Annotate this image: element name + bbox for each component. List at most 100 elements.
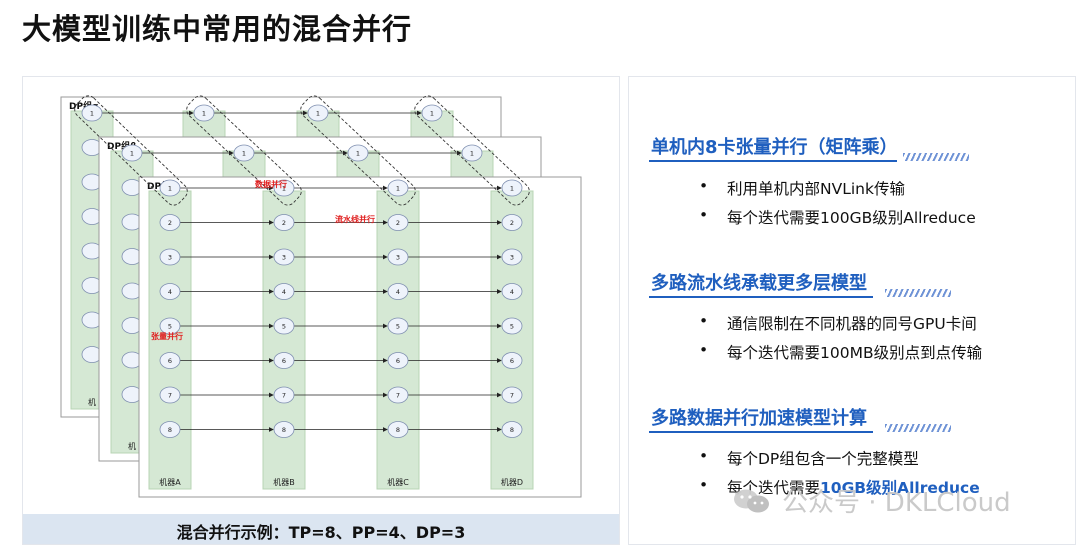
gpu-node	[501, 179, 523, 197]
gpu-node-id: 2	[168, 219, 172, 227]
gpu-node	[421, 104, 443, 122]
gpu-node-id: 2	[510, 219, 514, 227]
gpu-node-id: 1	[356, 150, 360, 158]
gpu-node-id: 6	[510, 357, 514, 365]
gpu-node-id: 2	[396, 219, 400, 227]
gpu-node	[159, 214, 181, 231]
hatch-decoration	[885, 424, 951, 432]
machine-column	[262, 190, 306, 490]
gpu-node-id: 8	[396, 426, 400, 434]
hybrid-parallel-diagram: DP组α1111机DP组β1111机DP组γ111122223333444455…	[60, 95, 582, 498]
bullet-dot: •	[699, 206, 709, 224]
section-underline	[649, 431, 873, 433]
hatch-decoration	[903, 153, 969, 161]
bullet-text: 通信限制在不同机器的同号GPU卡间	[727, 315, 977, 333]
page-title: 大模型训练中常用的混合并行	[22, 12, 413, 46]
gpu-node-id: 1	[316, 110, 320, 118]
gpu-node	[273, 421, 295, 438]
gpu-node	[501, 317, 523, 335]
gpu-node	[159, 283, 181, 300]
section-underline	[649, 296, 873, 298]
gpu-node	[159, 386, 181, 404]
machine-column	[376, 190, 420, 490]
gpu-node-id: 8	[282, 426, 286, 434]
gpu-node-id: 1	[282, 185, 286, 193]
gpu-node	[159, 317, 181, 335]
gpu-node	[273, 179, 295, 197]
gpu-node-id: 5	[396, 323, 400, 331]
machine-label-partial: 机	[88, 397, 96, 407]
gpu-node	[81, 104, 103, 122]
machine-label: 机器B	[273, 477, 295, 487]
data-parallel-label: 数据并行	[255, 179, 287, 189]
gpu-node-id: 1	[202, 110, 206, 118]
gpu-node	[461, 144, 483, 162]
bullet-dot: •	[699, 177, 709, 195]
gpu-node	[387, 421, 409, 438]
gpu-node	[121, 144, 143, 162]
gpu-node	[501, 248, 523, 266]
diagram-caption-bar: 混合并行示例：TP=8、PP=4、DP=3	[23, 514, 619, 544]
gpu-node-id: 6	[396, 357, 400, 365]
section-heading-pipeline-parallel: 多路流水线承载更多层模型	[651, 273, 867, 294]
gpu-node	[347, 144, 369, 162]
machine-label: 机器C	[387, 477, 409, 487]
gpu-node-id: 7	[168, 392, 172, 400]
gpu-node	[159, 421, 181, 438]
gpu-node	[193, 104, 215, 122]
diagram-caption: 混合并行示例：TP=8、PP=4、DP=3	[176, 523, 466, 542]
gpu-node-id: 7	[396, 392, 400, 400]
bullet-text-highlight: 10GB级别Allreduce	[820, 479, 980, 497]
gpu-node	[273, 352, 295, 369]
gpu-node	[273, 283, 295, 300]
gpu-node-id: 4	[510, 288, 514, 296]
gpu-node-id: 7	[510, 392, 514, 400]
dp-group-layer: DP组γ11112222333344445555666677778888机器A机…	[138, 176, 582, 498]
gpu-node-id: 1	[168, 185, 172, 193]
pipeline-parallel-label: 流水线并行	[335, 214, 375, 224]
gpu-node-id: 4	[168, 288, 172, 296]
section-heading-tensor-parallel: 单机内8卡张量并行（矩阵乘）	[651, 137, 898, 158]
gpu-node	[387, 317, 409, 335]
gpu-node-id: 1	[396, 185, 400, 193]
bullet-text: 利用单机内部NVLink传输	[727, 180, 905, 198]
gpu-node-id: 3	[282, 254, 286, 262]
gpu-node-id: 3	[168, 254, 172, 262]
section-heading-data-parallel: 多路数据并行加速模型计算	[651, 408, 867, 429]
gpu-node-id: 4	[282, 288, 286, 296]
gpu-node	[387, 214, 409, 231]
gpu-node	[159, 179, 181, 197]
machine-label-partial: 机	[128, 441, 136, 451]
gpu-node-id: 8	[510, 426, 514, 434]
gpu-node	[273, 317, 295, 335]
machine-label: 机器A	[159, 477, 181, 487]
gpu-node	[233, 144, 255, 162]
gpu-node	[273, 386, 295, 404]
gpu-node-id: 6	[282, 357, 286, 365]
gpu-node	[387, 248, 409, 266]
bullet-dot: •	[699, 447, 709, 465]
gpu-node-id: 1	[510, 185, 514, 193]
gpu-node	[501, 421, 523, 438]
diagram-panel: DP组α1111机DP组β1111机DP组γ111122223333444455…	[22, 76, 620, 545]
gpu-node-id: 1	[90, 110, 94, 118]
gpu-node-id: 1	[470, 150, 474, 158]
gpu-node	[159, 352, 181, 369]
wechat-logo-icon	[734, 489, 769, 513]
gpu-node	[387, 352, 409, 369]
gpu-node	[501, 386, 523, 404]
gpu-node	[159, 248, 181, 266]
gpu-node-id: 3	[396, 254, 400, 262]
gpu-node-id: 5	[168, 323, 172, 331]
gpu-node-id: 2	[282, 219, 286, 227]
bullet-text: 每个迭代需要100MB级别点到点传输	[727, 344, 983, 362]
watermark-text: 公众号 · DKLCloud	[782, 488, 1011, 518]
gpu-node-id: 5	[282, 323, 286, 331]
bullet-dot: •	[699, 476, 709, 494]
gpu-node	[307, 104, 329, 122]
gpu-node	[501, 214, 523, 231]
gpu-node	[387, 386, 409, 404]
gpu-node-id: 1	[130, 150, 134, 158]
gpu-node	[501, 352, 523, 369]
gpu-node-id: 1	[242, 150, 246, 158]
